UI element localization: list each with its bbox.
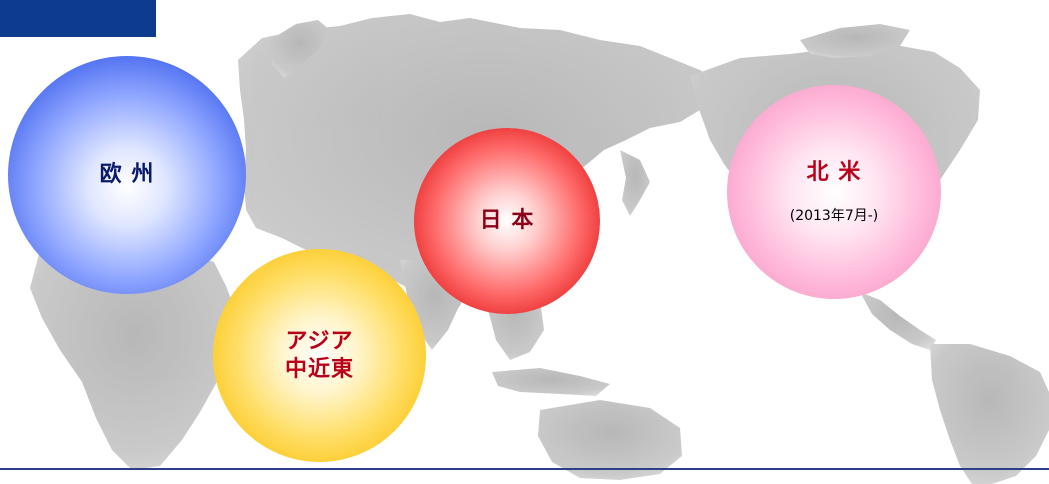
bubble-north-america: 北 米 (2013年7月-) xyxy=(727,85,941,299)
bubble-europe: 欧 州 xyxy=(8,56,246,294)
scandinavia-landmass xyxy=(270,20,330,78)
bubble-japan: 日 本 xyxy=(414,128,600,314)
asia-label-line1: アジア xyxy=(285,329,354,354)
north-america-label: 北 米 xyxy=(806,160,862,186)
australia-landmass xyxy=(538,400,682,480)
japan-islands xyxy=(620,150,650,216)
south-america-landmass xyxy=(930,344,1049,484)
bubble-asia-middle-east: アジア 中近東 xyxy=(213,249,426,462)
asia-label-line2: 中近東 xyxy=(284,356,354,382)
indonesia-landmass xyxy=(492,368,610,396)
africa-landmass xyxy=(30,244,236,470)
central-america-landmass xyxy=(860,292,936,350)
europe-label: 欧 州 xyxy=(99,162,155,188)
bottom-rule xyxy=(0,468,1049,470)
greenland-landmass xyxy=(800,24,910,58)
header-bar xyxy=(0,0,156,37)
japan-label: 日 本 xyxy=(479,208,535,234)
north-america-start-date: (2013年7月-) xyxy=(789,207,879,224)
